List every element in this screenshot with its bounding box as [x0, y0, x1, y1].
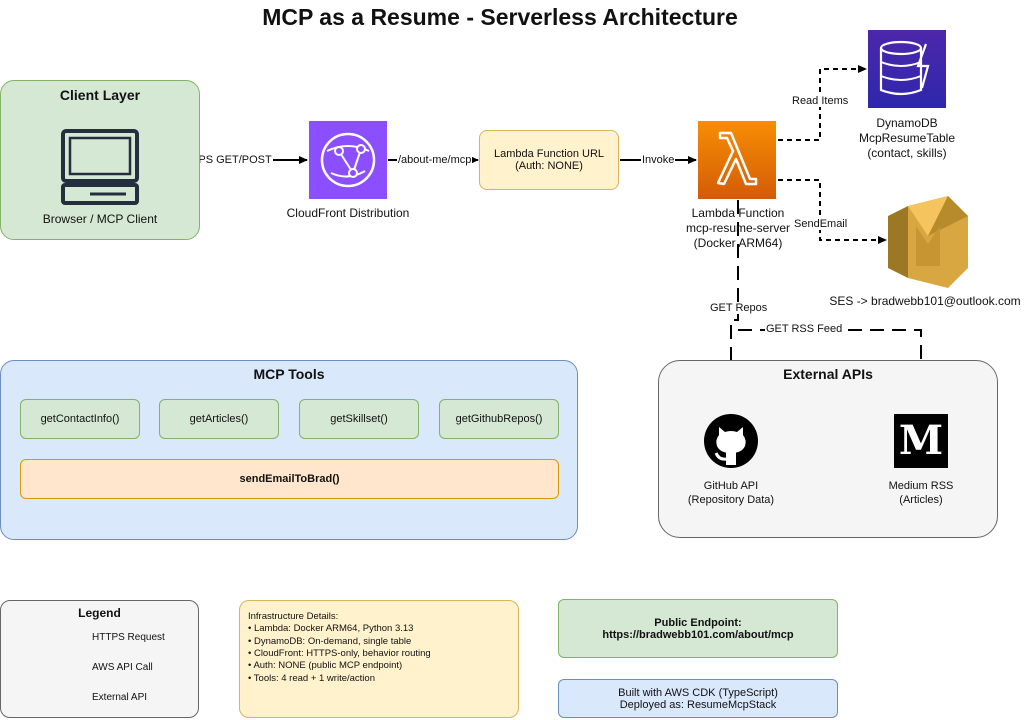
edge-lambda-github: [727, 200, 739, 407]
endpoint-url[interactable]: https://bradwebb101.com/about/mcp: [602, 628, 794, 641]
infrastructure-line: • Tools: 4 read + 1 write/action: [248, 672, 375, 684]
cloudfront-node: [309, 121, 387, 199]
lambda-node: [698, 121, 776, 199]
external-apis-title: External APIs: [783, 366, 873, 382]
infrastructure-box: Infrastructure Details: • Lambda: Docker…: [239, 600, 519, 718]
tool-get-skillset: getSkillset(): [299, 399, 419, 439]
tool-get-articles: getArticles(): [159, 399, 279, 439]
edge-label-get-rss: GET RSS Feed: [765, 323, 844, 335]
medium-icon: M: [894, 414, 948, 468]
legend-box: [0, 600, 199, 718]
infrastructure-title: Infrastructure Details:: [248, 611, 339, 622]
endpoint-line1: Public Endpoint:: [654, 616, 742, 629]
endpoint-box: Public Endpoint: https://bradwebb101.com…: [558, 599, 838, 658]
dynamodb-node: [868, 30, 946, 108]
legend-title: Legend: [78, 606, 121, 620]
edge-lambda-medium: [738, 329, 925, 411]
github-line1: GitHub API: [703, 480, 759, 492]
build-line1: Built with AWS CDK (TypeScript): [618, 686, 778, 699]
lambda-line2: mcp-resume-server: [685, 221, 790, 235]
infrastructure-line: • Auth: NONE (public MCP endpoint): [248, 660, 403, 672]
build-line2: Deployed as: ResumeMcpStack: [619, 698, 777, 711]
infrastructure-line: • Lambda: Docker ARM64, Python 3.13: [248, 623, 414, 635]
infrastructure-line: • DynamoDB: On-demand, single table: [248, 635, 412, 647]
cloudfront-icon: [320, 132, 376, 188]
dynamodb-icon: [879, 40, 930, 96]
tool-send-email: sendEmailToBrad(): [20, 459, 559, 499]
edge-lambda-dynamodb: [778, 65, 867, 141]
legend-item-https: HTTPS Request: [92, 632, 165, 643]
medium-line2: (Articles): [899, 493, 943, 506]
github-icon: [704, 414, 758, 468]
medium-line1: Medium RSS: [888, 480, 954, 492]
dynamodb-line3: (contact, skills): [867, 146, 947, 160]
mcp-tools-group: [0, 360, 578, 540]
ses-label: SES -> bradwebb101@outlook.com: [829, 294, 1021, 308]
github-label: GitHub API (Repository Data): [668, 480, 794, 508]
lambda-label: Lambda Function mcp-resume-server (Docke…: [668, 206, 808, 251]
edge-label-path: /about-me/mcp: [397, 154, 473, 166]
client-layer-title: Client Layer: [59, 87, 141, 103]
build-box: Built with AWS CDK (TypeScript) Deployed…: [558, 679, 838, 718]
edge-label-send-email: SendEmail: [793, 218, 849, 230]
edge-lambda-ses: [778, 179, 887, 244]
function-url-line2: (Auth: NONE): [515, 160, 583, 172]
infrastructure-line: • CloudFront: HTTPS-only, behavior routi…: [248, 648, 431, 660]
edge-label-https: HTTPS GET/POST: [176, 154, 273, 166]
lambda-line1: Lambda Function: [691, 206, 785, 220]
lambda-line3: (Docker ARM64): [693, 236, 783, 250]
tool-get-github-repos: getGithubRepos(): [439, 399, 559, 439]
dynamodb-line2: McpResumeTable: [858, 131, 956, 145]
cloudfront-label: CloudFront Distribution: [286, 206, 410, 220]
function-url-node: Lambda Function URL (Auth: NONE): [479, 130, 619, 190]
ses-icon: [888, 196, 968, 288]
dynamodb-label: DynamoDB McpResumeTable (contact, skills…: [837, 116, 977, 161]
edge-label-invoke: Invoke: [641, 154, 676, 166]
tool-get-contact-info: getContactInfo(): [20, 399, 140, 439]
github-line2: (Repository Data): [687, 493, 775, 506]
function-url-line1: Lambda Function URL: [493, 148, 605, 160]
lambda-icon: [716, 131, 758, 186]
edge-label-get-repos: GET Repos: [709, 302, 769, 314]
dynamodb-line1: DynamoDB: [876, 116, 938, 130]
diagram-title: MCP as a Resume - Serverless Architectur…: [262, 4, 738, 30]
client-label: Browser / MCP Client: [42, 212, 158, 226]
legend-item-external: External API: [92, 692, 148, 703]
medium-label: Medium RSS (Articles): [871, 480, 971, 508]
client-layer-group: [0, 80, 200, 240]
monitor-icon: [61, 129, 139, 205]
legend-item-aws: AWS API Call: [92, 662, 153, 673]
edge-label-read-items: Read Items: [791, 95, 850, 107]
mcp-tools-title: MCP Tools: [253, 366, 325, 382]
